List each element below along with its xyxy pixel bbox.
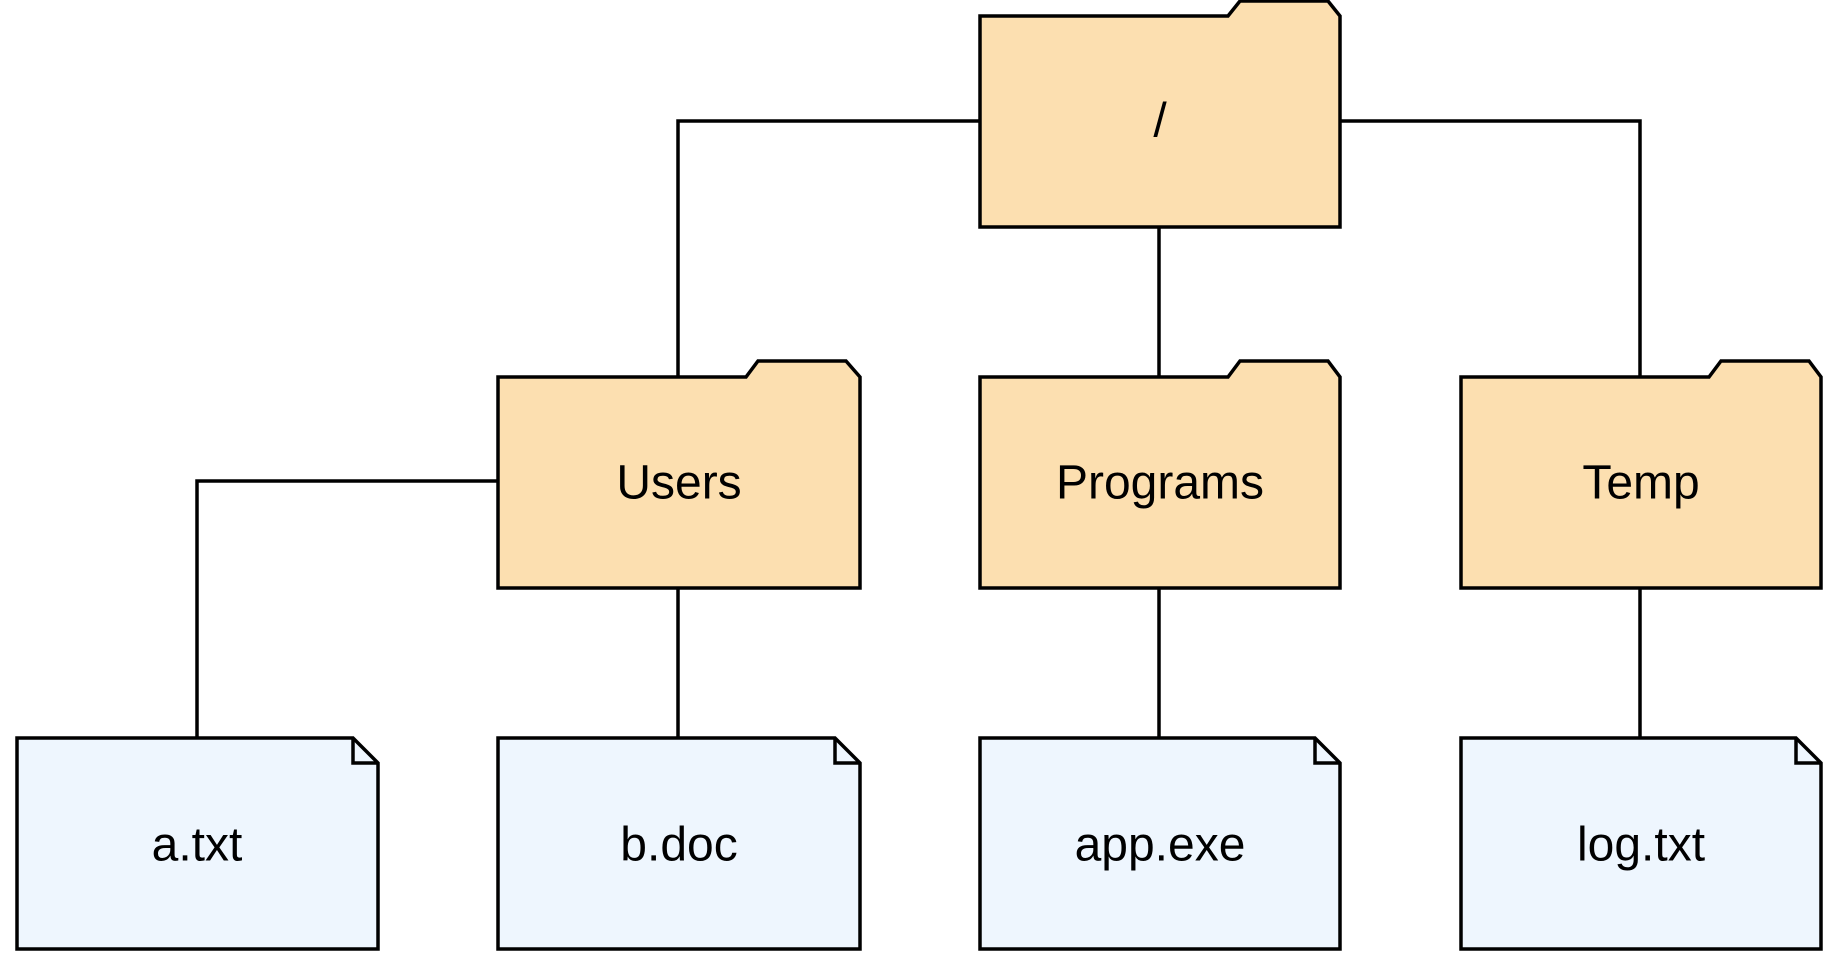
file-label-log-txt: log.txt [1577, 819, 1705, 872]
file-icon [15, 736, 380, 951]
folder-label-root: / [1153, 95, 1167, 148]
folder-label-programs: Programs [1056, 457, 1264, 510]
file-corner-fold [1794, 738, 1821, 765]
file-corner-fold [833, 738, 860, 765]
file-icon [496, 736, 862, 951]
folder-icon [1459, 359, 1823, 590]
file-label-b-doc: b.doc [620, 819, 737, 872]
file-node-a-txt[interactable]: a.txt [15, 736, 380, 951]
folder-label-users: Users [616, 457, 741, 510]
folder-node-programs[interactable]: Programs [978, 359, 1342, 590]
file-corner-fold [351, 738, 378, 765]
file-icon [1459, 736, 1823, 951]
folder-label-temp: Temp [1582, 457, 1699, 510]
folder-icon [978, 359, 1342, 590]
file-label-a-txt: a.txt [152, 819, 243, 872]
file-node-b-doc[interactable]: b.doc [496, 736, 862, 951]
folder-node-temp[interactable]: Temp [1459, 359, 1823, 590]
edge-users-a-txt [195, 479, 498, 738]
folder-node-root[interactable]: / [978, 0, 1342, 229]
edge-root-users [676, 119, 980, 377]
folder-icon [496, 359, 862, 590]
file-label-app-exe: app.exe [1075, 819, 1246, 872]
file-corner-fold [1313, 738, 1340, 765]
file-node-log-txt[interactable]: log.txt [1459, 736, 1823, 951]
file-node-app-exe[interactable]: app.exe [978, 736, 1342, 951]
connectors [195, 119, 1642, 738]
folder-icon [978, 0, 1342, 229]
folder-node-users[interactable]: Users [496, 359, 862, 590]
file-icon [978, 736, 1342, 951]
edge-root-temp [1340, 119, 1642, 377]
